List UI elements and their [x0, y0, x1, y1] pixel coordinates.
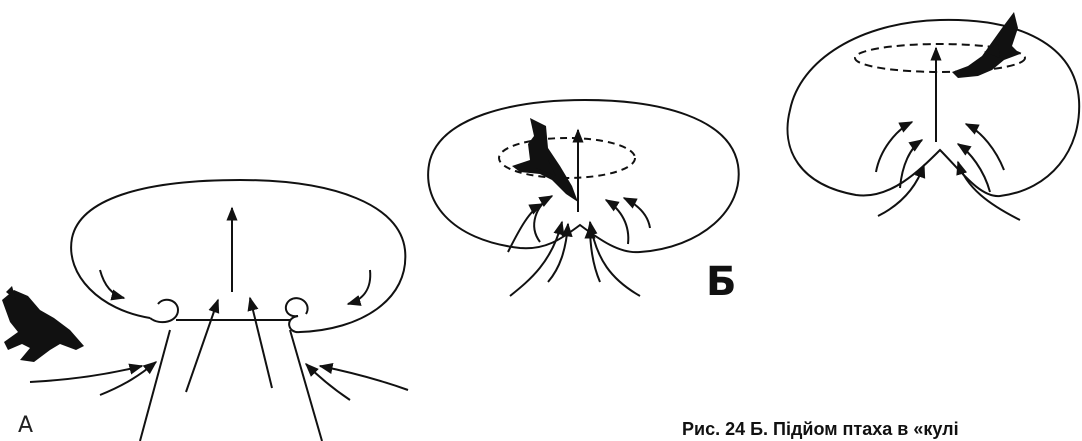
- thermal-a-inner-right-arrow: [348, 270, 370, 304]
- figure-caption: Рис. 24 Б. Підйом птаха в «кулі: [682, 420, 959, 438]
- thermal-c-outline: [788, 20, 1080, 196]
- thermal-a-stem-left: [140, 330, 170, 441]
- thermal-b-curve-r2: [624, 198, 650, 228]
- thermal-a-side-left-2: [100, 362, 156, 395]
- thermal-a-left-curl: [150, 300, 178, 322]
- thermal-a-inflow-right: [250, 298, 272, 388]
- thermal-a-inner-left-arrow: [100, 270, 124, 298]
- bird-silhouette-a: [2, 286, 84, 362]
- thermal-b-curve-r1: [606, 200, 628, 244]
- thermal-a-side-right-2: [306, 364, 350, 400]
- thermal-a-stem-right: [290, 330, 322, 441]
- thermal-a-inflow-left: [186, 300, 218, 392]
- thermal-a-outline: [71, 180, 405, 332]
- thermal-b-vortex-ring: [499, 138, 635, 178]
- panel-label-a: А: [18, 415, 33, 437]
- thermal-b-curve-r3: [590, 222, 640, 296]
- thermal-c-curve-r1: [966, 124, 1004, 170]
- thermal-b: [428, 100, 739, 296]
- bird-silhouette-b: [512, 118, 578, 202]
- thermal-b-outline: [428, 100, 739, 252]
- thermal-c-curve-l1: [876, 122, 912, 172]
- thermal-a-right-curl: [286, 298, 308, 316]
- thermal-a-side-left-1: [30, 366, 142, 382]
- thermal-a: [30, 180, 408, 441]
- thermal-b-curve-l1: [534, 196, 552, 242]
- thermal-c: [788, 20, 1080, 220]
- panel-label-b: Б: [706, 262, 737, 302]
- thermal-a-side-right-1: [320, 366, 408, 390]
